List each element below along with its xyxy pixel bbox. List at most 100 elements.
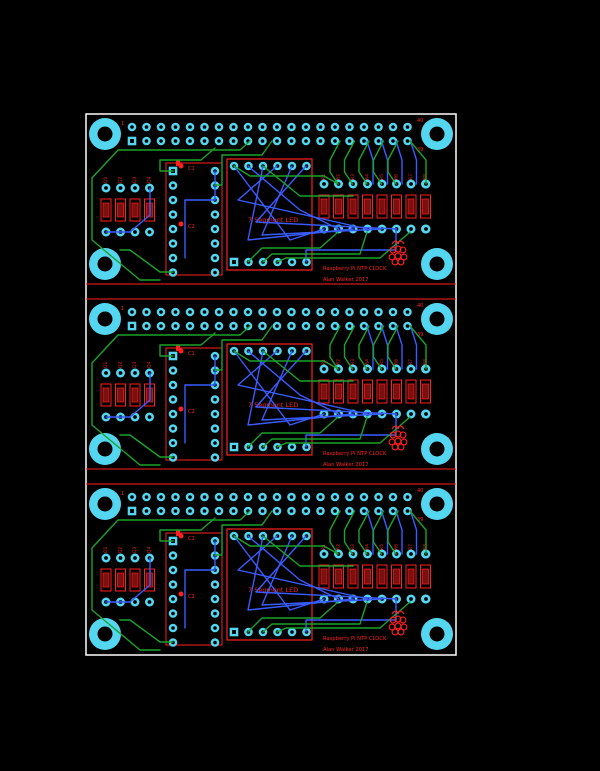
resistor-outline [129,383,141,407]
bottom-trace [105,372,151,418]
pad-hole [217,125,221,129]
resistor-label: R4 [365,174,371,180]
via-marker [176,530,180,536]
logo-berry [399,246,407,254]
top-trace [262,416,368,448]
transistor-label: Q2 [118,546,124,553]
pad-hole [391,310,395,314]
top-trace [119,434,174,458]
pad-hole [173,324,178,328]
display-outline [226,343,313,456]
resistor-outline [115,198,126,222]
bottom-trace [247,535,340,600]
board-author: Alan Walker 2017 [323,647,369,653]
resistor-outline [318,379,330,404]
logo-berry [394,615,402,623]
pad-hole [362,324,366,328]
resistor-outline [129,198,141,222]
mount-hole-center [429,256,445,272]
transistor-label: Q2 [118,176,124,183]
top-trace [214,140,273,186]
resistor-label: R5 [379,544,385,550]
top-trace [343,510,356,555]
pad-hole [213,640,217,645]
bottom-trace [395,325,403,370]
pad-hole [289,509,294,513]
top-trace [387,510,399,555]
pad-hole [213,227,217,231]
pad-hole [362,125,366,129]
bottom-trace [261,535,383,606]
resistor-body [335,383,342,400]
logo-leaf [391,240,405,245]
mount-hole-center [429,626,445,642]
pad-hole [133,600,137,604]
resistor-outline [347,194,359,219]
capacitor-label: C2 [188,409,195,415]
header-pin-label: 1 [121,121,124,127]
resistor-body [320,198,328,215]
resistor-body [407,198,415,215]
pad-hole [376,310,381,314]
pad-hole [318,310,323,314]
pad-hole [171,368,175,373]
top-trace [91,184,161,281]
pad-hole [376,139,381,143]
resistor-outline [318,564,330,589]
resistor-body [102,202,110,218]
bottom-trace [395,140,403,185]
transistor-label: Q2 [118,361,124,368]
via [178,348,184,354]
pad-hole [376,125,381,129]
pad-hole [275,324,279,328]
resistor-body [378,568,386,585]
resistor-body [422,198,429,215]
resistor-label: R2 [336,174,342,180]
pad-hole [318,495,323,499]
resistor-label: R3 [350,544,356,550]
board-title: Raspberry Pi NTP CLOCK [323,636,387,642]
mount-hole-center [97,311,113,327]
pad-hole [289,310,294,314]
pad-hole [188,509,192,513]
pad-hole [130,139,134,143]
resistor-body [117,202,124,218]
top-trace [262,601,368,633]
pad-hole [376,495,381,499]
board-outline [85,113,457,656]
top-trace [159,332,216,357]
pad-hole [347,509,352,513]
top-trace [262,535,354,567]
pad-hole [188,324,192,328]
resistor-outline [391,564,402,589]
resistor-label: R1 [321,174,327,180]
resistor-body [131,572,139,588]
pad-hole [260,310,265,314]
top-trace [358,325,370,370]
pad-hole [213,426,217,431]
pad-hole [147,415,152,419]
mount-hole-center [97,126,113,142]
pad-hole [104,371,108,375]
resistor-label: R5 [379,174,385,180]
resistor-body [349,198,357,215]
resistor-label: R7 [408,544,414,550]
pad-hole [275,125,279,129]
pad-hole [333,125,337,129]
logo-berry [397,628,405,636]
pad-hole [159,125,163,129]
pad-hole [333,324,337,328]
pad-hole [171,241,175,246]
pad-hole [202,125,207,129]
pad-hole [289,139,294,143]
pad-hole [173,509,178,513]
pad-hole [171,553,175,558]
pad-hole [144,125,149,129]
top-trace [276,416,411,448]
pad-hole [304,324,308,328]
pad-hole [144,495,149,499]
board-author: Alan Walker 2017 [323,462,369,468]
pad-hole [275,509,279,513]
resistor-body [422,568,429,585]
